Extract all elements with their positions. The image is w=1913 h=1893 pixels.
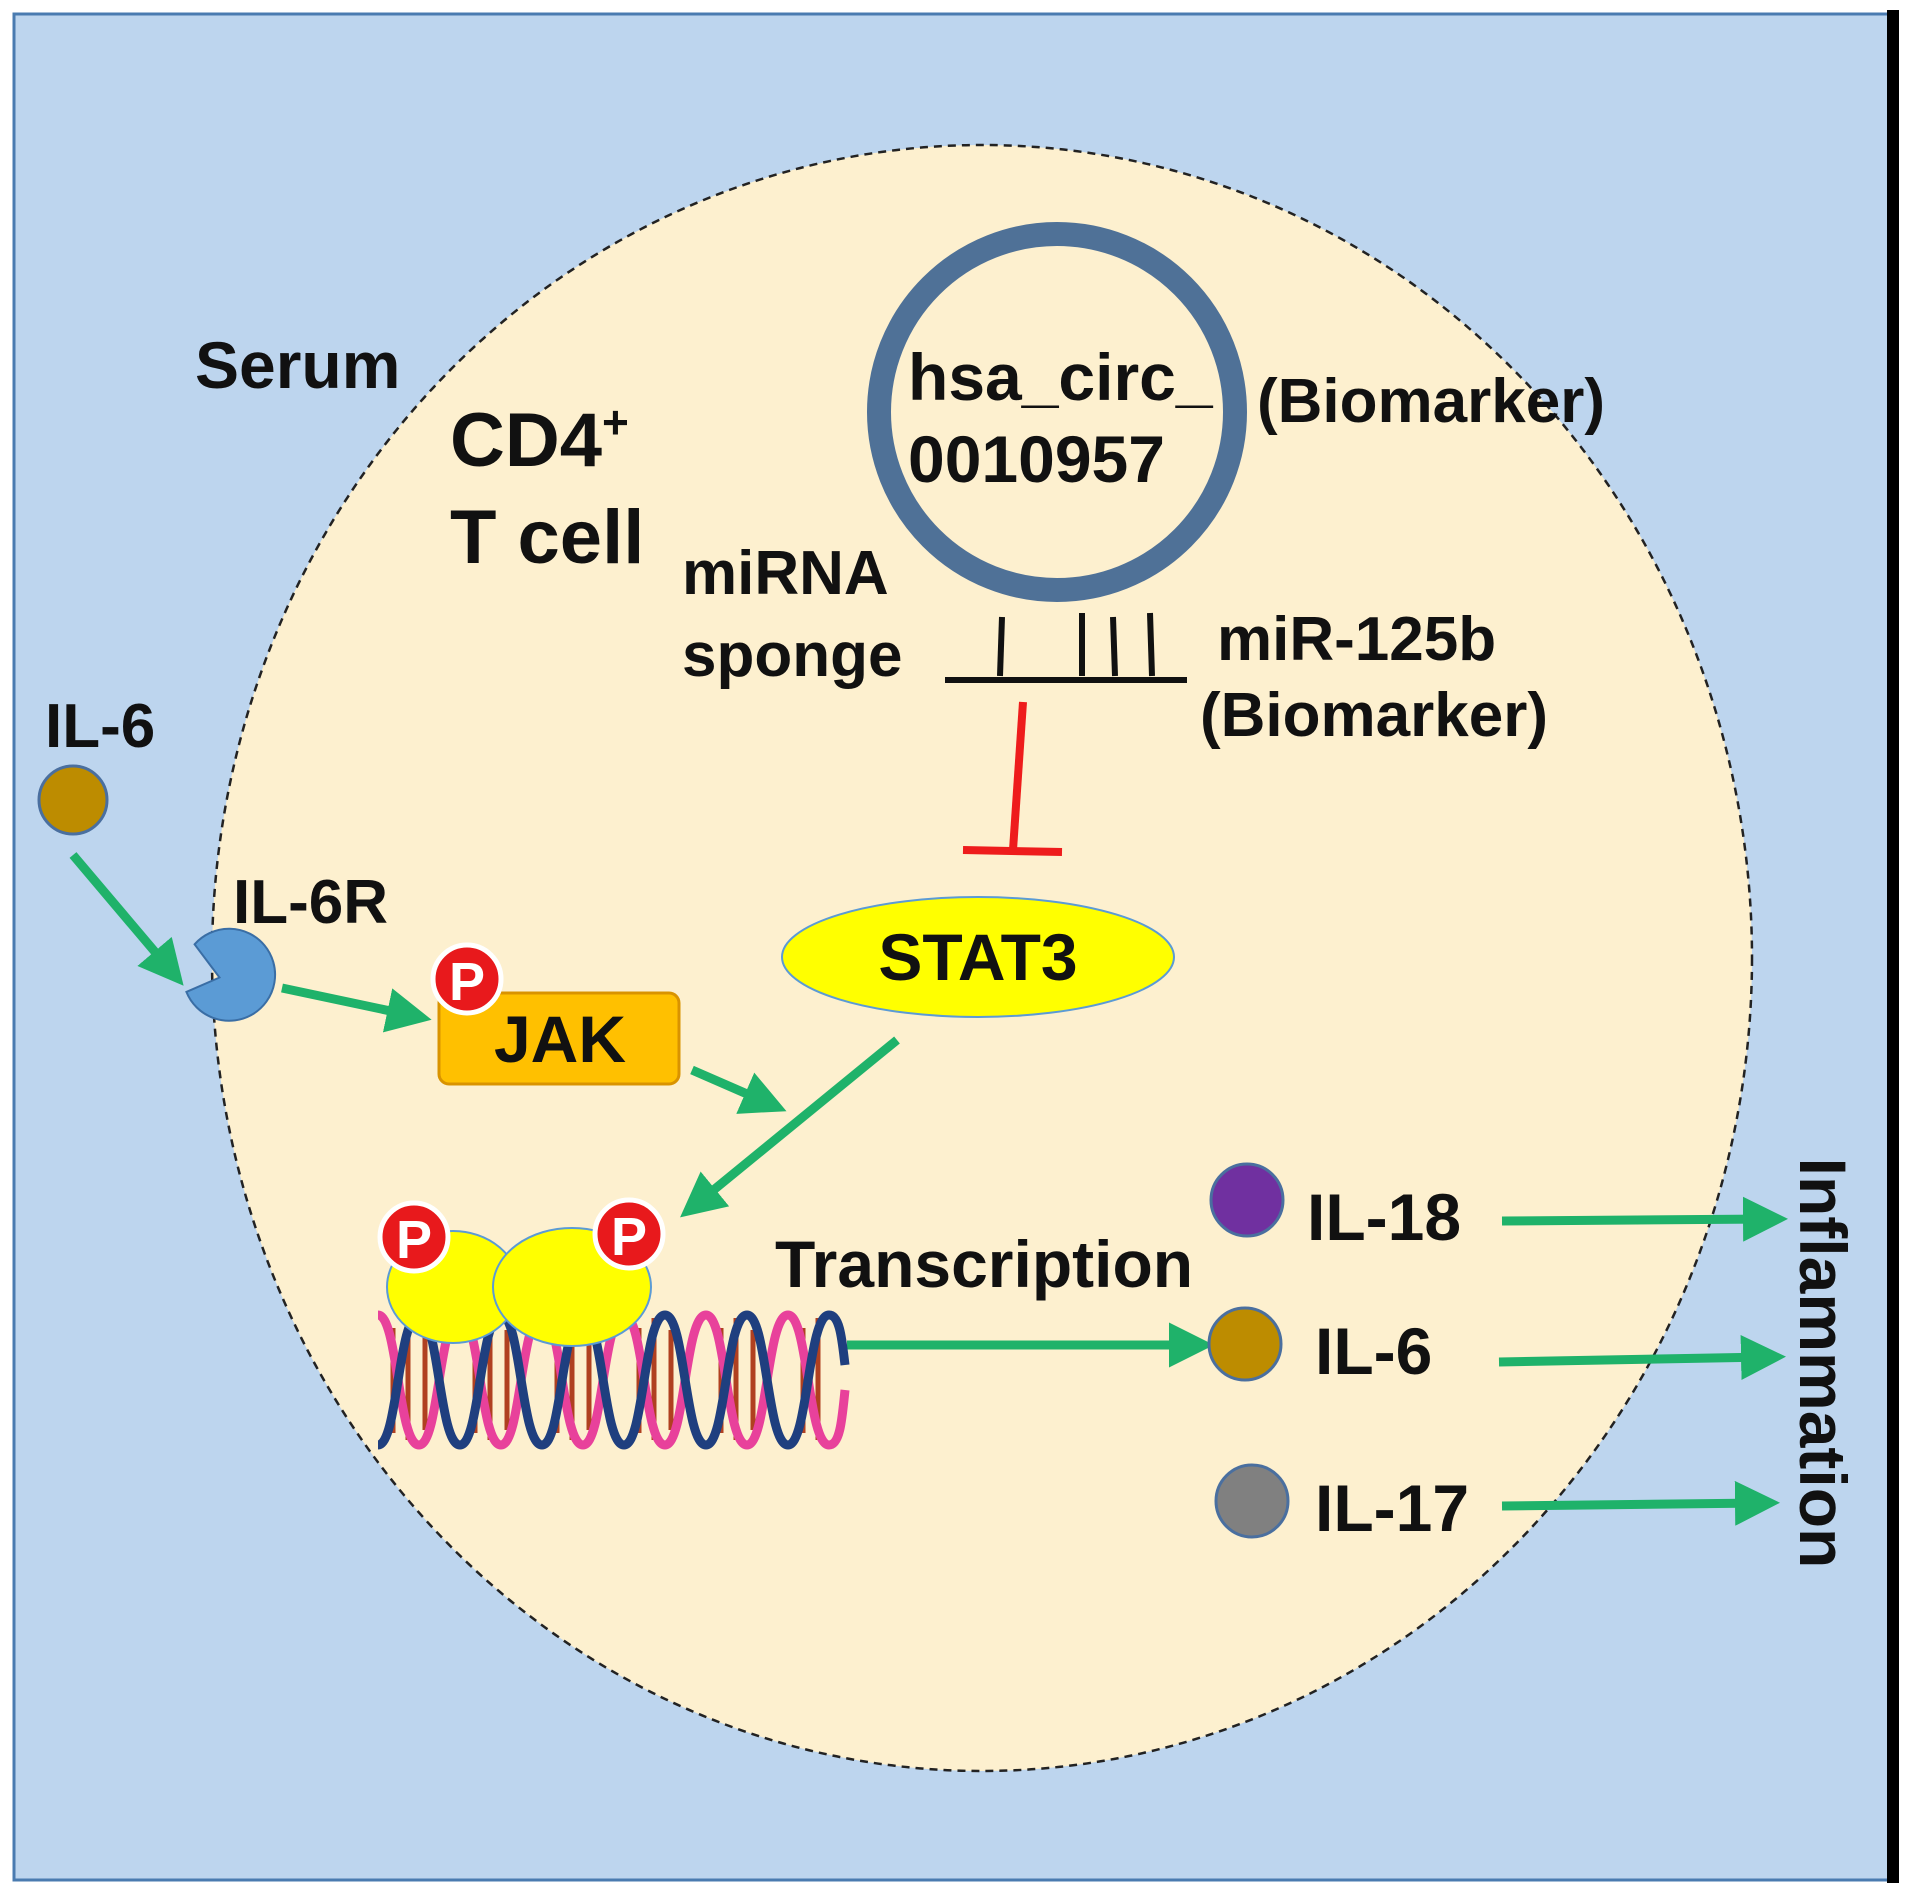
il6-circle-icon [1207,1306,1283,1382]
activation-arrows [69,852,1788,1526]
mirna-sponge-label-line2: sponge [682,621,902,690]
stat3-label: STAT3 [878,920,1077,994]
il18-label: IL-18 [1307,1180,1461,1254]
arrow-receptor-to-jak [281,983,432,1033]
arrow-il6-to-receptor [69,852,184,986]
phosphate-badge-label: P [396,1210,432,1270]
il17-circle-icon [1214,1463,1290,1539]
inhibition-arrow [962,701,1063,856]
il18-circle-icon [1209,1162,1285,1238]
arrow-il17-to-inflammation [1501,1480,1780,1526]
circrna-biomarker-label: (Biomarker) [1257,367,1605,436]
jak-label: JAK [494,1002,626,1076]
circrna-ring [867,222,1247,602]
phosphate-badge-icon [377,1200,451,1274]
phosphate-badge-label: P [449,952,485,1012]
phosphate-badge-icon [592,1197,666,1271]
jak-box [437,991,681,1086]
mirna-sponge-label-line1: miRNA [682,539,889,608]
inflammation-label: Inflammation [1786,1158,1860,1569]
circrna-label-line1: hsa_circ_ [908,340,1214,414]
jak-phosphate-badge: P [430,942,504,1016]
il6-out-label: IL-6 [1315,1314,1432,1388]
mir-125b-biomarker-label: (Biomarker) [1200,681,1548,750]
il6-receptor-icon [185,927,277,1022]
stat3-dimer: P P [377,1197,666,1347]
right-edge-bar [1887,10,1899,1883]
phosphate-badge-label: P [611,1207,647,1267]
stat3-oval [781,896,1175,1018]
il6-outside-label: IL-6 [45,692,155,761]
mir-125b-binding-lines [945,612,1187,683]
il17-label: IL-17 [1315,1471,1469,1545]
phosphate-badge-icon [430,942,504,1016]
il6-ligand-icon [37,764,109,836]
cell-label-line2: T cell [450,495,644,580]
arrow-il18-to-inflammation [1501,1196,1788,1242]
il6r-label: IL-6R [233,868,388,937]
arrow-stat3-to-dimer [680,1036,900,1218]
circrna-label-line2: 0010957 [908,422,1165,496]
cell-label-line1: CD4+ [450,396,629,483]
serum-label: Serum [195,328,400,402]
dna-strand-blue [376,1310,850,1450]
arrow-il6-to-inflammation [1498,1335,1786,1380]
mir-125b-label: miR-125b [1217,605,1496,674]
arrow-jak-to-dimer [690,1065,787,1114]
transcription-label: Transcription [775,1227,1193,1301]
